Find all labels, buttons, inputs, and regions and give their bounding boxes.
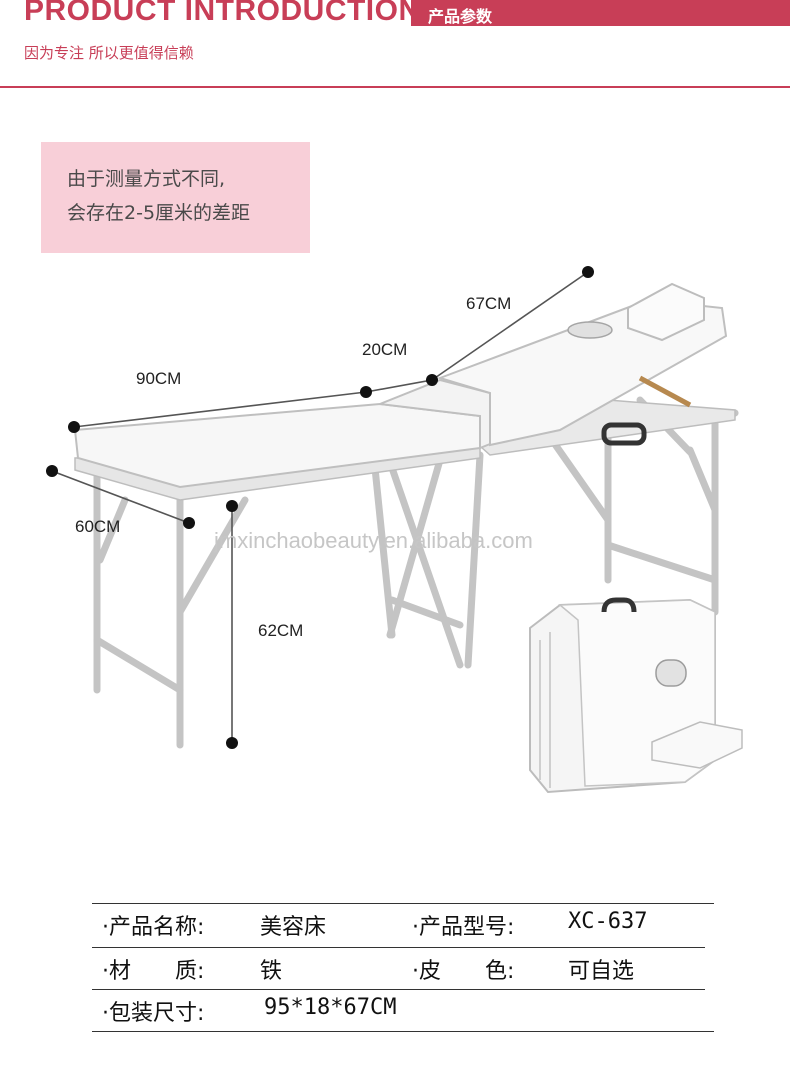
spec-package-label: ·包装尺寸: [102,1001,205,1026]
spec-row-material: ·材 质: 铁 ·皮 色: 可自选 [92,947,714,990]
spec-material-value: 铁 [260,959,283,984]
dimension-height-label: 62CM [258,621,304,640]
dimension-width-label: 60CM [75,517,121,536]
spec-leather-label: ·皮 色: [412,959,515,984]
dimension-length-label: 90CM [136,369,182,388]
spec-name-label: ·产品名称: [102,915,205,940]
spec-model-value: XC-637 [568,909,648,934]
slogan: 因为专注 所以更值得信赖 [24,44,194,62]
dimension-back-label: 67CM [466,294,512,313]
measurement-note: 由于测量方式不同, 会存在2-5厘米的差距 [41,142,310,253]
spec-line-3 [92,989,705,990]
spec-model-label: ·产品型号: [412,915,515,940]
spec-line-2 [92,947,705,948]
spec-package-value: 95*18*67CM [264,995,397,1020]
spec-material-label: ·材 质: [102,959,205,984]
page-title: PRODUCT INTRODUCTION [24,0,421,27]
spec-line-bottom [92,1031,714,1032]
spec-row-package: ·包装尺寸: 95*18*67CM [92,989,714,1032]
watermark: jmxinchaobeauty.en.alibaba.com [214,528,533,553]
section-tag: 产品参数 [411,0,790,26]
massage-bed-illustration [46,266,743,794]
spec-row-name: ·产品名称: 美容床 ·产品型号: XC-637 [92,903,714,946]
spec-leather-value: 可自选 [568,959,635,984]
spec-name-value: 美容床 [260,915,327,940]
note-line-2: 会存在2-5厘米的差距 [67,202,251,224]
dimension-middle-label: 20CM [362,340,408,359]
note-line-1: 由于测量方式不同, [67,168,226,190]
spec-line-top [92,903,714,904]
header-divider [0,86,790,88]
